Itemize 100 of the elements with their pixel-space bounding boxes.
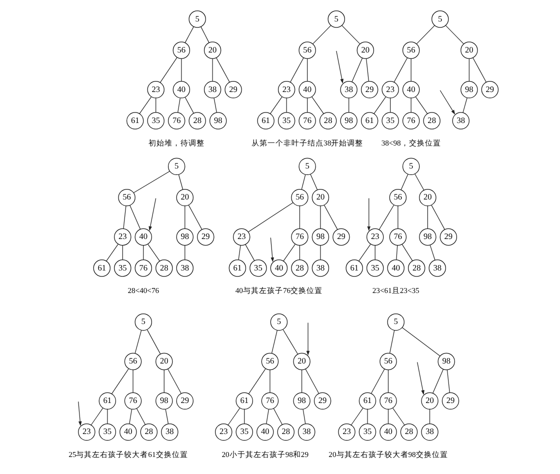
connector [410,58,412,82]
connector [374,245,376,260]
connector [299,206,300,229]
connector [168,368,182,394]
connector [107,409,108,424]
connector [392,408,405,426]
label: 40与其左孩子76交换位置 [235,286,323,295]
connector [402,327,440,356]
connector [307,58,308,82]
connector [416,25,435,44]
connector [396,245,398,260]
arrow [78,401,82,426]
connector [446,370,450,393]
connector [429,409,430,424]
connector [427,206,428,229]
connector [371,368,385,394]
connector [130,205,141,230]
label: 28<40<76 [128,286,160,295]
connector [146,329,161,354]
connector [402,244,413,262]
connector [106,244,118,262]
connector [462,98,468,114]
arrow [440,90,456,115]
connector [271,330,278,354]
connector [301,174,306,190]
arrow [148,198,156,232]
label: 23<61且23<35 [372,286,420,295]
connector [367,409,368,424]
arrow [367,198,371,232]
connector [184,206,186,229]
connector [178,98,180,113]
connector [366,58,370,82]
connector [282,329,298,354]
connector [290,57,304,82]
connector [123,206,126,229]
connector [244,409,245,424]
connector [139,96,152,114]
connector [312,96,324,114]
connector [301,370,302,393]
connector [270,96,282,114]
arrow [270,237,274,262]
connector [320,245,321,260]
connector [431,204,445,230]
connector [414,174,424,190]
arrow [306,322,310,356]
connector [214,98,217,113]
connector [299,245,300,260]
connector [390,98,391,113]
connector [302,409,306,424]
connector [310,174,318,190]
connector [136,408,146,425]
connector [410,98,412,113]
connector [188,204,202,230]
connector [320,206,321,229]
arrow [417,362,424,395]
connector [352,58,363,82]
connector [374,96,386,114]
connector [129,409,132,424]
connector [378,204,394,230]
arrow [336,50,344,84]
connector [388,409,389,424]
connector [184,245,186,260]
connector [432,369,444,394]
connector [90,408,104,426]
connector [312,25,332,44]
label: 38<98，交换位置 [381,138,441,148]
connector [348,98,350,113]
connector [342,25,360,44]
label: 20与其左右孩子较大者98交换位置 [328,450,448,459]
connector [445,25,464,44]
connector [472,57,486,82]
connector [248,368,266,394]
connector [165,408,169,424]
connector [248,202,294,232]
connector [286,98,287,113]
connector [132,370,134,393]
connector [400,174,408,190]
connector [212,58,213,82]
connector [143,245,144,260]
connector [184,26,194,43]
connector [245,244,255,261]
connector [178,174,184,190]
connector [238,245,241,260]
connector [266,409,270,424]
connector [160,57,178,83]
connector [324,204,338,230]
connector [307,98,308,113]
label: 20小于其左右孩子98和29 [222,450,309,459]
connector [216,57,230,82]
label: 初始堆，待调整 [148,138,205,148]
connector [181,58,182,82]
connector [415,96,428,114]
connector [350,408,364,426]
label: 25与其左右孩子较大者61交换位置 [68,450,188,459]
connector [148,244,160,262]
connector [394,57,408,82]
connector [388,370,389,393]
connector [305,368,320,394]
connector [133,170,170,194]
label: 从第一个非叶子结点38开始调整 [252,138,364,148]
